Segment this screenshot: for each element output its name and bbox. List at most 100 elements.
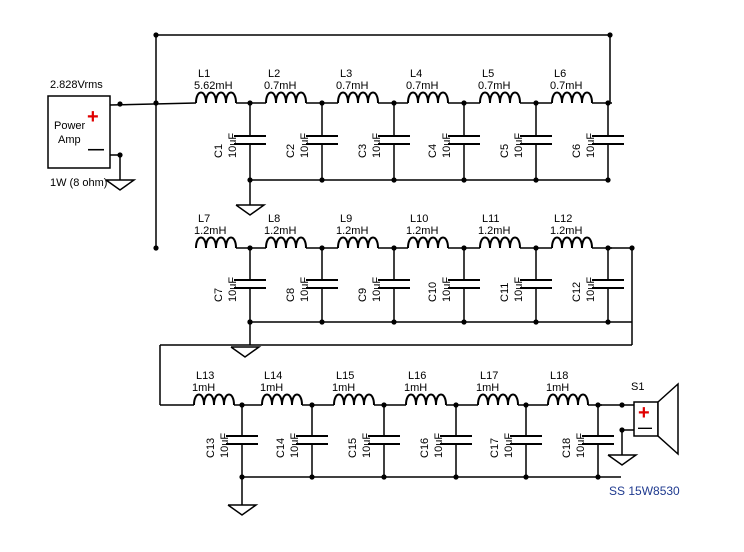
inductor-value-l16: 1mH: [404, 382, 427, 394]
inductor-coil: [265, 236, 307, 249]
inductor-l11: [479, 236, 521, 249]
inductor-l7: [195, 236, 237, 249]
amp-plus-sign: +: [87, 106, 99, 128]
ground-triangle: [230, 346, 262, 358]
inductor-ref-l1: L1: [198, 68, 210, 80]
inductor-ref-l7: L7: [198, 213, 210, 225]
inductor-l9: [337, 236, 379, 249]
inductor-value-l2: 0.7mH: [264, 80, 296, 92]
junction-dot: [153, 100, 159, 106]
capacitor-value-c2: 10uF: [299, 133, 311, 158]
inductor-coil: [193, 393, 235, 406]
inductor-l15: [333, 393, 375, 406]
inductor-ref-l4: L4: [410, 68, 422, 80]
inductor-l17: [477, 393, 519, 406]
junction-dot: [619, 402, 625, 408]
speaker-cone: [657, 382, 679, 456]
inductor-value-l4: 0.7mH: [406, 80, 438, 92]
inductor-coil: [405, 393, 447, 406]
junction-dot: [247, 245, 253, 251]
speaker-plus-sign: +: [638, 402, 650, 424]
inductor-ref-l8: L8: [268, 213, 280, 225]
capacitor-ref-c11: C11: [499, 283, 511, 302]
inductor-value-l5: 0.7mH: [478, 80, 510, 92]
inductor-l8: [265, 236, 307, 249]
junction-dot: [381, 402, 387, 408]
speaker: S1 + — SS 15W8530: [609, 381, 680, 498]
capacitor-value-c12: 10uF: [585, 277, 597, 302]
ground-symbol: [235, 204, 267, 216]
ground-symbol: [105, 179, 137, 191]
amp-label-line1: Power: [54, 120, 86, 132]
inductor-ref-l2: L2: [268, 68, 280, 80]
capacitor-ref-c5: C5: [499, 144, 511, 158]
junction-dot: [117, 101, 123, 107]
inductor-ref-l12: L12: [554, 213, 572, 225]
inductor-l3: [337, 91, 379, 104]
inductor-ref-l16: L16: [408, 370, 426, 382]
capacitor-ref-c3: C3: [357, 144, 369, 158]
capacitor-value-c4: 10uF: [441, 133, 453, 158]
capacitor-ref-c4: C4: [427, 144, 439, 158]
amp-voltage-label: 2.828Vrms: [50, 79, 103, 91]
inductor-coil: [261, 393, 303, 406]
junction-dot: [533, 245, 539, 251]
inductor-l13: [193, 393, 235, 406]
inductor-ref-l18: L18: [550, 370, 568, 382]
inductor-value-l6: 0.7mH: [550, 80, 582, 92]
inductor-l16: [405, 393, 447, 406]
inductor-value-l13: 1mH: [192, 382, 215, 394]
inductor-l5: [479, 91, 521, 104]
speaker-minus-sign: —: [638, 419, 652, 435]
junction-dot: [309, 402, 315, 408]
amp-output-wire: [109, 102, 197, 106]
inductor-value-l8: 1.2mH: [264, 225, 296, 237]
inductor-coil: [479, 91, 521, 104]
junction-dot: [453, 402, 459, 408]
speaker-model: SS 15W8530: [609, 484, 680, 498]
inductor-l10: [407, 236, 449, 249]
junction-dot: [319, 245, 325, 251]
inductor-l18: [547, 393, 589, 406]
capacitor-value-c10: 10uF: [441, 277, 453, 302]
capacitor-ref-c6: C6: [571, 144, 583, 158]
junction-dot: [533, 100, 539, 106]
inductor-value-l14: 1mH: [260, 382, 283, 394]
junction-dot: [247, 100, 253, 106]
inductor-ref-l13: L13: [196, 370, 214, 382]
inductor-coil: [551, 91, 593, 104]
inductor-l4: [407, 91, 449, 104]
inductor-l1: [195, 91, 237, 104]
capacitor-ref-c13: C13: [205, 438, 217, 458]
amp-power-note: 1W (8 ohm): [50, 177, 107, 189]
wiring: [105, 32, 639, 516]
ground-symbol: [230, 346, 262, 358]
junction-dot: [391, 100, 397, 106]
ground-triangle: [607, 454, 639, 466]
power-amp: 2.828Vrms Power Amp + — 1W (8 ohm): [47, 79, 111, 189]
ground-symbol: [227, 504, 259, 516]
capacitor-ref-c1: C1: [213, 144, 225, 158]
capacitor-ref-c8: C8: [285, 288, 297, 302]
inductor-ref-l10: L10: [410, 213, 428, 225]
capacitor-value-c1: 10uF: [227, 133, 239, 158]
capacitor-ref-c9: C9: [357, 288, 369, 302]
junction-dot: [391, 245, 397, 251]
ground-triangle: [235, 204, 267, 216]
inductor-coil: [479, 236, 521, 249]
capacitor-ref-c7: C7: [213, 288, 225, 302]
inductor-value-l1: 5.62mH: [194, 80, 233, 92]
capacitor-value-c15: 10uF: [361, 433, 373, 458]
ground-symbol: [607, 454, 639, 466]
inductor-value-l3: 0.7mH: [336, 80, 368, 92]
inductor-value-l11: 1.2mH: [478, 225, 510, 237]
junction-dot: [523, 402, 529, 408]
inductor-l2: [265, 91, 307, 104]
capacitor-value-c6: 10uF: [585, 133, 597, 158]
inductor-coil: [195, 91, 237, 104]
junction-dot: [239, 402, 245, 408]
capacitor-ref-c12: C12: [571, 282, 583, 302]
capacitor-ref-c17: C17: [489, 438, 501, 458]
